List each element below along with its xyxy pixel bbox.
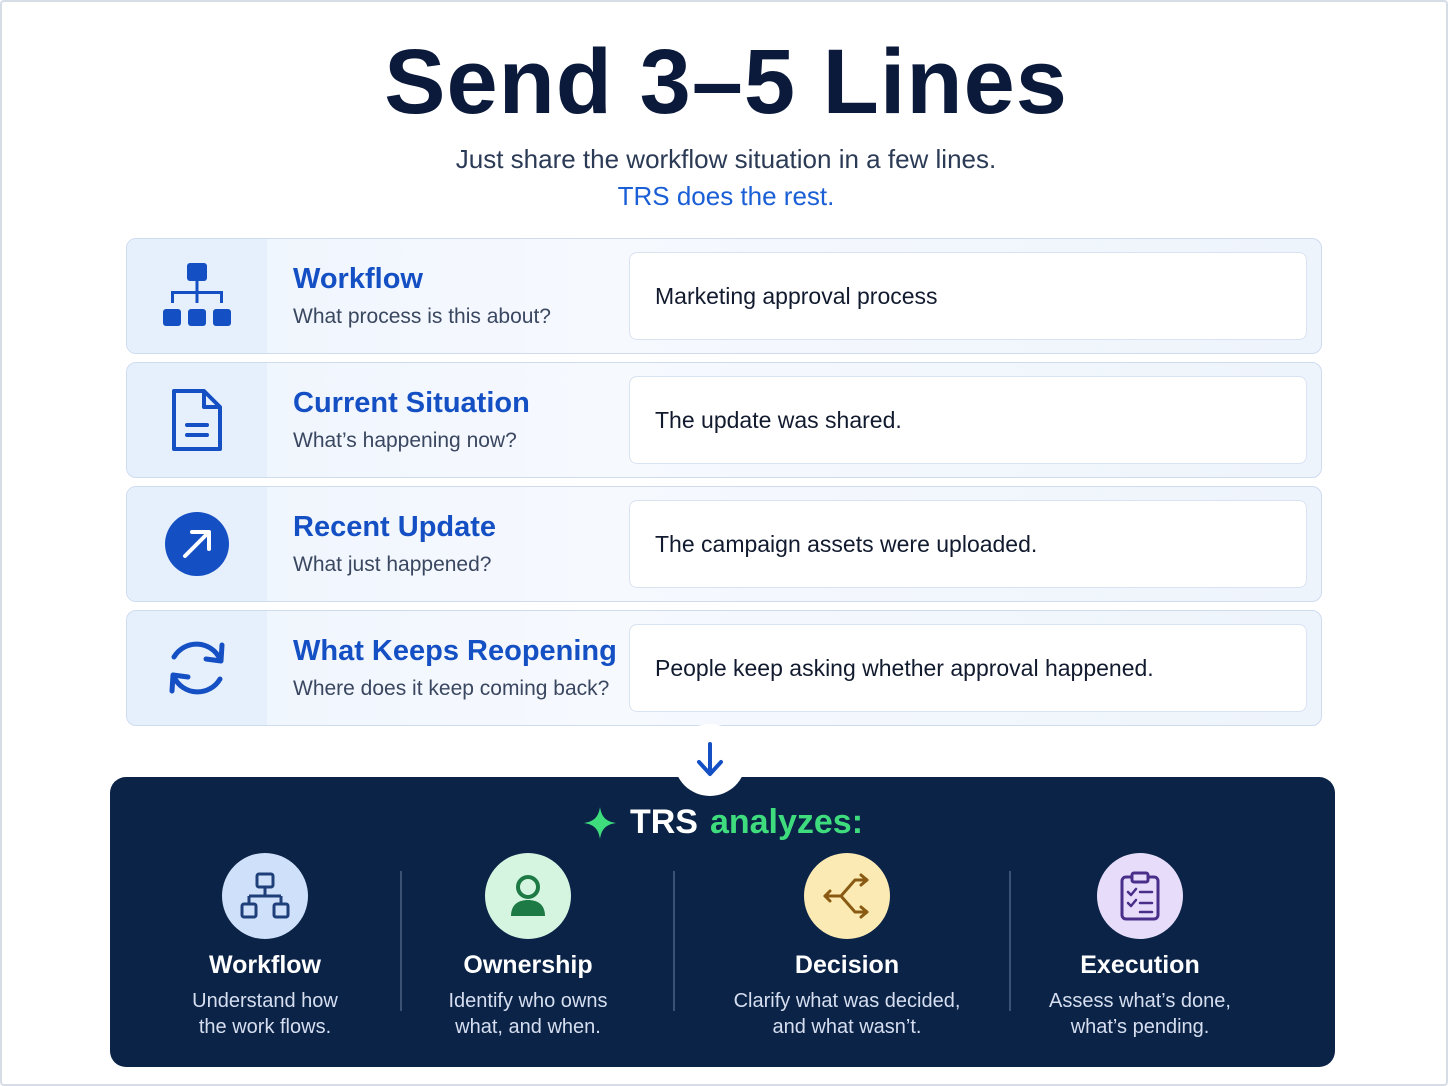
page-subtitle-accent: TRS does the rest. bbox=[617, 181, 835, 211]
row-what-keeps-reopening: What Keeps Reopening Where does it keep … bbox=[126, 610, 1322, 726]
analysis-col-ownership: Ownership Identify who owns what, and wh… bbox=[418, 853, 638, 1040]
panel-title-prefix: TRS bbox=[629, 803, 698, 841]
col-title: Workflow bbox=[208, 951, 322, 979]
col-desc-line: Assess what’s done, bbox=[1049, 990, 1231, 1012]
col-title: Execution bbox=[1080, 951, 1200, 979]
col-title: Ownership bbox=[463, 951, 593, 979]
col-title: Decision bbox=[794, 951, 900, 979]
panel-title-accent: analyzes: bbox=[709, 803, 864, 841]
row-label: What Keeps Reopening bbox=[293, 635, 617, 667]
col-desc: Assess what’s done, what’s pending. bbox=[1030, 988, 1250, 1040]
col-desc-line: Understand how bbox=[192, 990, 338, 1012]
row-current-situation: Current Situation What’s happening now? … bbox=[126, 362, 1322, 478]
col-desc: Understand how the work flows. bbox=[160, 988, 370, 1040]
panel-title: TRS analyzes: bbox=[110, 803, 1335, 842]
col-desc-line: Identify who owns bbox=[448, 990, 608, 1012]
arrow-up-right-icon bbox=[127, 487, 267, 601]
page-title: Send 3–5 Lines bbox=[384, 31, 1068, 133]
divider bbox=[400, 871, 402, 1011]
divider bbox=[1009, 871, 1011, 1011]
row-question: What’s happening now? bbox=[293, 429, 517, 452]
sparkle-icon bbox=[583, 806, 616, 839]
col-desc-line: what’s pending. bbox=[1070, 1016, 1210, 1038]
row-label: Current Situation bbox=[293, 387, 530, 419]
arrow-down-icon bbox=[674, 724, 746, 796]
row-label: Workflow bbox=[293, 263, 423, 295]
answer-field-recent-update[interactable]: The campaign assets were uploaded. bbox=[629, 500, 1307, 588]
refresh-icon bbox=[127, 611, 267, 725]
row-label: Recent Update bbox=[293, 511, 497, 543]
answer-field-what-keeps-reopening[interactable]: People keep asking whether approval happ… bbox=[629, 624, 1307, 712]
row-recent-update: Recent Update What just happened? The ca… bbox=[126, 486, 1322, 602]
analysis-panel: TRS analyzes: Workflow Understand how th… bbox=[110, 777, 1335, 1067]
answer-field-workflow[interactable]: Marketing approval process bbox=[629, 252, 1307, 340]
col-desc-line: what, and when. bbox=[455, 1016, 601, 1038]
clipboard-check-icon bbox=[1097, 853, 1183, 939]
col-desc: Identify who owns what, and when. bbox=[418, 988, 638, 1040]
analysis-col-workflow: Workflow Understand how the work flows. bbox=[160, 853, 370, 1040]
divider bbox=[673, 871, 675, 1011]
input-rows: Workflow What process is this about? Mar… bbox=[126, 238, 1322, 734]
col-desc-line: and what wasn’t. bbox=[772, 1016, 922, 1038]
row-question: What just happened? bbox=[293, 553, 492, 576]
col-desc-line: the work flows. bbox=[198, 1016, 332, 1038]
page-subtitle: Just share the workflow situation in a f… bbox=[455, 144, 997, 174]
col-desc: Clarify what was decided, and what wasn’… bbox=[710, 988, 984, 1040]
document-icon bbox=[127, 363, 267, 477]
person-icon bbox=[485, 853, 571, 939]
hierarchy-icon bbox=[127, 239, 267, 353]
answer-field-current-situation[interactable]: The update was shared. bbox=[629, 376, 1307, 464]
workflow-icon bbox=[222, 853, 308, 939]
analysis-col-execution: Execution Assess what’s done, what’s pen… bbox=[1030, 853, 1250, 1040]
col-desc-line: Clarify what was decided, bbox=[733, 990, 961, 1012]
row-question: Where does it keep coming back? bbox=[293, 677, 610, 700]
analysis-col-decision: Decision Clarify what was decided, and w… bbox=[710, 853, 984, 1040]
split-arrow-icon bbox=[804, 853, 890, 939]
row-workflow: Workflow What process is this about? Mar… bbox=[126, 238, 1322, 354]
row-question: What process is this about? bbox=[293, 305, 551, 328]
